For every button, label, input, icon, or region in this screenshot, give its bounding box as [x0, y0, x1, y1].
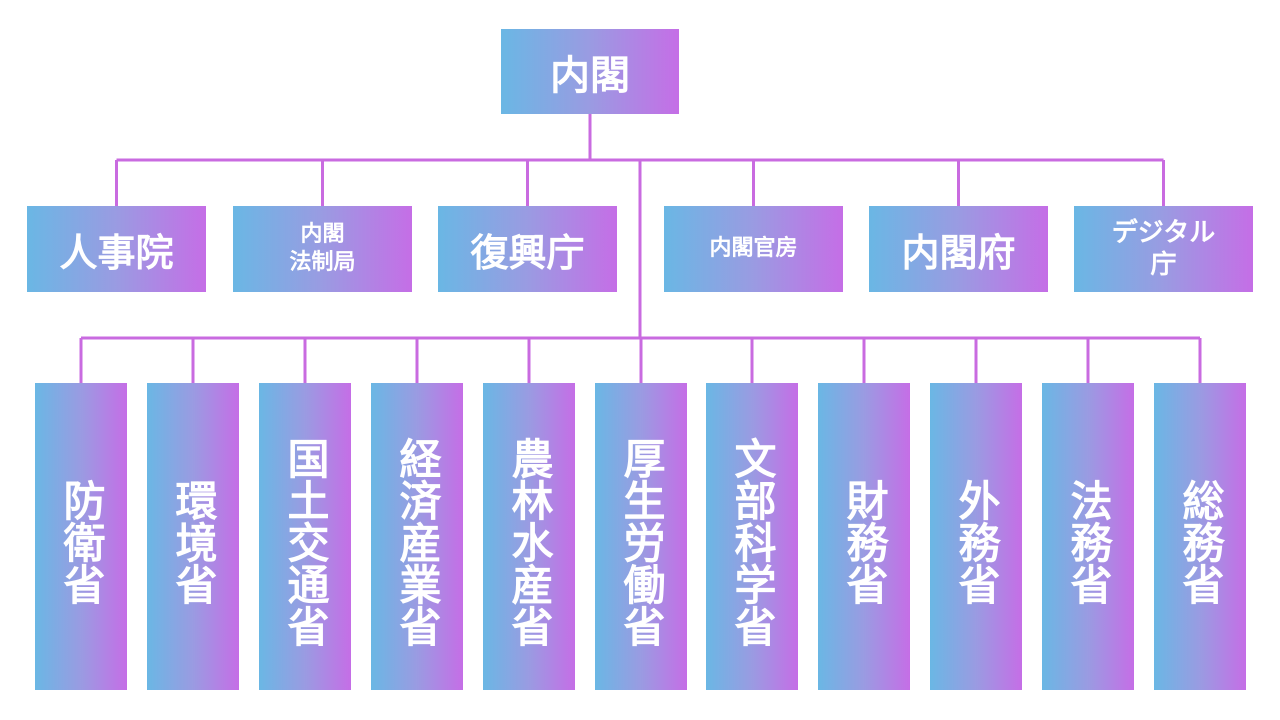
ministry-node: 経済産業省: [371, 383, 463, 690]
agency-label: 人事院: [59, 230, 174, 275]
agency-node-naikakufu: 内閣府: [869, 206, 1048, 292]
agency-node-hoseikyoku: 内閣法制局: [233, 206, 412, 292]
ministry-node: 文部科学省: [706, 383, 798, 690]
ministry-node: 法務省: [1042, 383, 1134, 690]
ministry-node: 環境省: [147, 383, 239, 690]
ministry-node: 農林水産省: [483, 383, 575, 690]
agency-node-fukkocho: 復興庁: [438, 206, 617, 292]
agency-label: デジタル庁: [1111, 218, 1216, 280]
agency-node-jinjiin: 人事院: [27, 206, 206, 292]
ministry-node: 厚生労働省: [595, 383, 687, 690]
ministry-node: 財務省: [818, 383, 910, 690]
ministry-node: 国土交通省: [259, 383, 351, 690]
agency-node-digital: デジタル庁: [1074, 206, 1253, 292]
agency-label: 内閣府: [901, 230, 1016, 275]
ministry-node: 外務省: [930, 383, 1022, 690]
root-node-cabinet: 内閣: [501, 29, 679, 114]
ministry-node: 総務省: [1154, 383, 1246, 690]
agency-node-kanbo: 内閣官房: [664, 206, 843, 292]
agency-label: 内閣官房: [709, 236, 798, 261]
agency-label: 内閣法制局: [289, 222, 356, 275]
agency-label: 復興庁: [470, 230, 585, 275]
ministry-node: 防衛省: [35, 383, 127, 690]
